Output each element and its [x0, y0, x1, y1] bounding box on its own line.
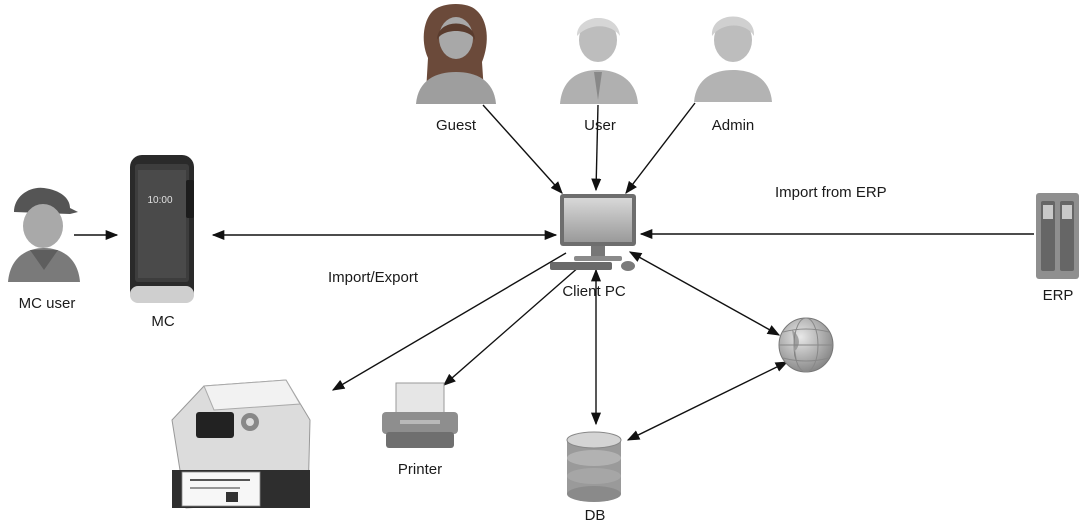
edge-guest-to-pc	[482, 104, 563, 194]
server-icon	[1036, 193, 1079, 279]
mc-user-icon	[8, 187, 80, 282]
erp-label: ERP	[1043, 287, 1074, 304]
edge-pc-to-labelprinter	[331, 252, 567, 391]
edges	[74, 102, 1034, 441]
user-icon	[560, 17, 638, 104]
edge-pc-to-printer	[443, 265, 581, 386]
edge-label-import-export: Import/Export	[328, 269, 419, 286]
mc-screen-time: 10:00	[147, 195, 172, 206]
desktop-pc-icon	[550, 194, 636, 271]
edge-label-import-from-erp: Import from ERP	[775, 184, 887, 201]
guest-label: Guest	[436, 117, 477, 134]
label-printer-icon	[171, 379, 311, 509]
edge-admin-to-pc	[625, 102, 696, 194]
mc-user-label: MC user	[19, 295, 76, 312]
guest-user-icon	[416, 4, 496, 104]
db-label: DB	[585, 507, 606, 524]
edge-db-web	[626, 361, 789, 441]
printer-label: Printer	[398, 461, 442, 478]
client-pc-label: Client PC	[562, 283, 626, 300]
printer-icon	[382, 382, 458, 448]
admin-label: Admin	[712, 117, 755, 134]
globe-icon	[778, 317, 834, 373]
user-label: User	[584, 117, 616, 134]
edge-user-to-pc	[591, 104, 602, 192]
mc-label: MC	[151, 313, 174, 330]
edge-pc-web	[628, 251, 781, 336]
database-icon	[566, 431, 622, 502]
admin-user-icon	[694, 16, 772, 102]
mobile-computer-icon: 10:00	[130, 155, 194, 303]
